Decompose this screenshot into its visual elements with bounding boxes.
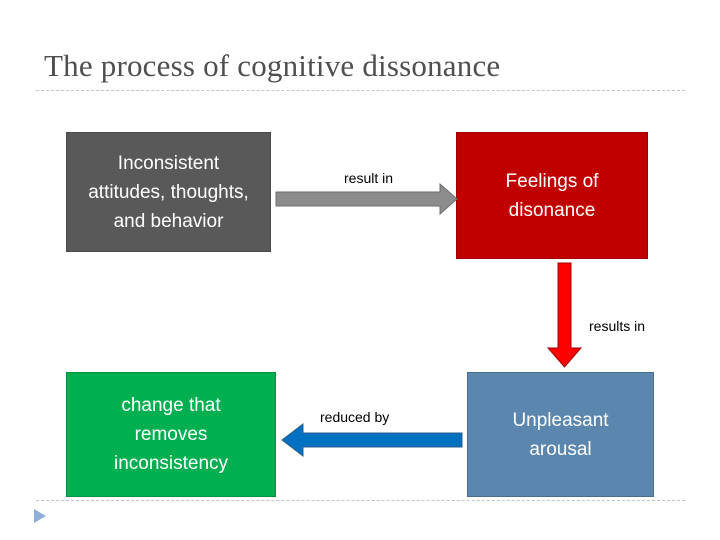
footer-divider — [36, 500, 685, 501]
slide-bullet-triangle-icon — [34, 509, 46, 523]
arrow-reduced-by — [281, 422, 463, 458]
edge-label-result-in: result in — [344, 170, 394, 186]
arrow-result-in — [275, 182, 458, 216]
node-change-removes-inconsistency: change that removes inconsistency — [66, 372, 276, 497]
node-unpleasant-arousal-label: Unpleasant arousal — [512, 409, 609, 460]
node-change-removes-inconsistency-label: change that removes inconsistency — [113, 395, 229, 474]
node-feelings-of-dissonance: Feelings of disonance — [456, 132, 648, 259]
edge-label-reduced-by: reduced by — [320, 409, 390, 425]
node-inconsistent-attitudes: Inconsistent attitudes, thoughts, and be… — [66, 132, 271, 252]
node-unpleasant-arousal: Unpleasant arousal — [467, 372, 654, 497]
slide-title: The process of cognitive dissonance — [44, 48, 501, 83]
node-inconsistent-attitudes-label: Inconsistent attitudes, thoughts, and be… — [88, 152, 249, 232]
arrow-results-in — [546, 262, 583, 368]
title-divider — [36, 90, 685, 91]
node-feelings-of-dissonance-label: Feelings of disonance — [505, 170, 599, 221]
edge-label-results-in: results in — [589, 318, 646, 334]
